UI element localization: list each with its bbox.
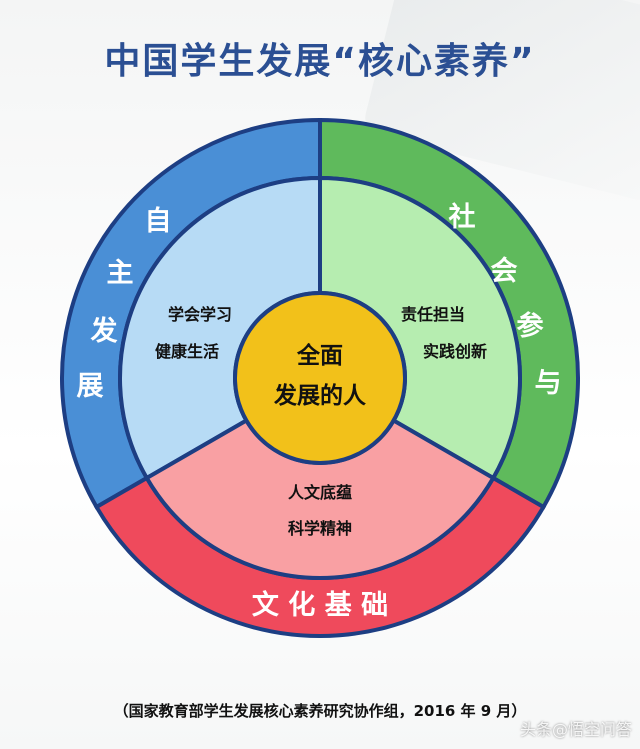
- outer-left-char-2: 主: [107, 258, 134, 289]
- outer-right-char-3: 参: [517, 310, 544, 342]
- center-label-line2: 发展的人: [273, 382, 367, 409]
- center-label-line1: 全面: [296, 342, 343, 369]
- inner-left-label-1: 学会学习: [168, 305, 232, 324]
- page-title: 中国学生发展“核心素养”: [104, 41, 536, 82]
- outer-right-char-4: 与: [535, 368, 562, 399]
- source-footnote: （国家教育部学生发展核心素养研究协作组，2016 年 9 月）: [113, 702, 527, 720]
- inner-bottom-label-1: 人文底蕴: [288, 483, 352, 502]
- outer-right-char-1: 社: [449, 201, 476, 233]
- outer-right-char-2: 会: [491, 256, 518, 287]
- outer-left-char-3: 发: [90, 315, 118, 347]
- inner-right-label-1: 责任担当: [401, 305, 465, 324]
- center-circle: [233, 291, 407, 465]
- outer-left-char-4: 展: [77, 371, 104, 402]
- outer-left-char-1: 自: [145, 205, 172, 237]
- inner-left-label-2: 健康生活: [155, 342, 219, 361]
- inner-bottom-label-2: 科学精神: [288, 519, 352, 538]
- outer-bottom-label: 文 化 基 础: [252, 589, 388, 621]
- watermark: 头条@悟空问答: [519, 720, 632, 739]
- inner-right-label-2: 实践创新: [423, 342, 487, 361]
